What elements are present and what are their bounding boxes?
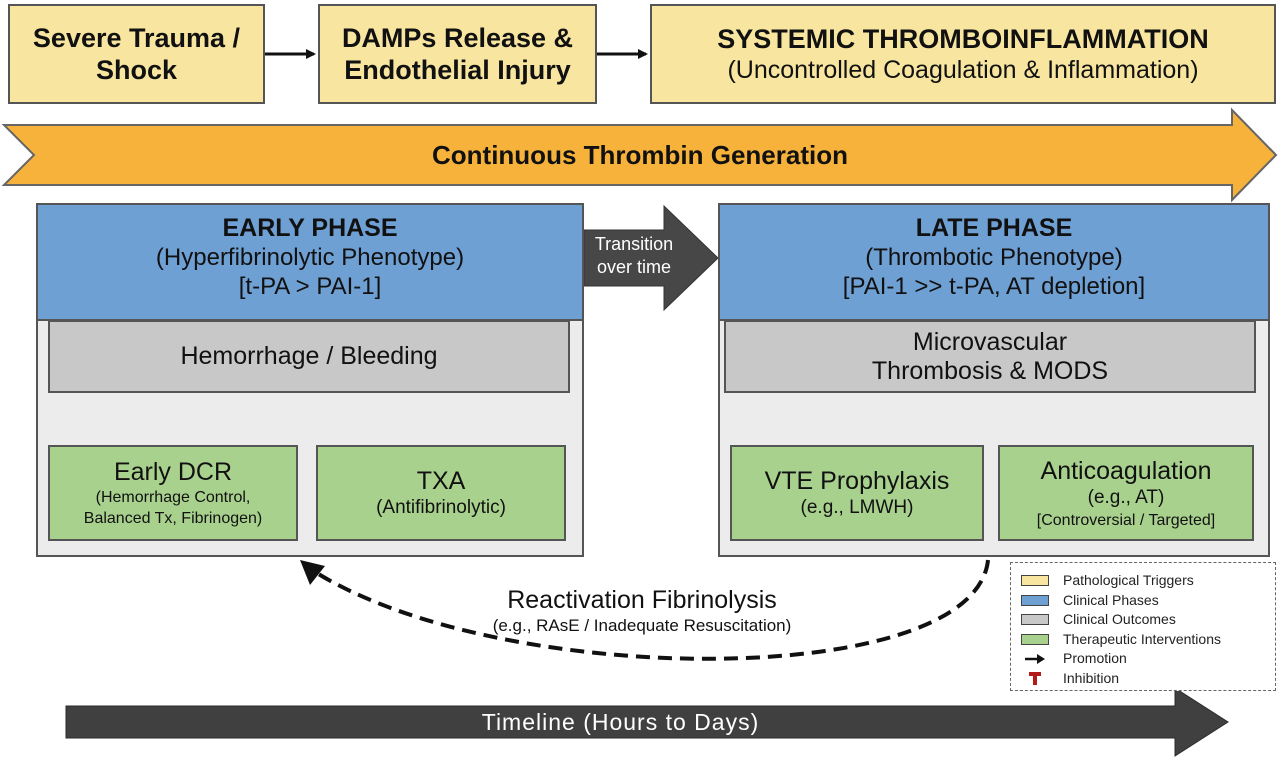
intervention-name: Early DCR — [113, 458, 233, 486]
trigger-line1: Severe Trauma / — [32, 23, 241, 53]
legend-label: Pathological Triggers — [1063, 572, 1194, 588]
timeline-arrow-shape — [65, 687, 1229, 757]
reactivation-arrowhead — [300, 560, 325, 585]
intervention-name: TXA — [416, 467, 466, 495]
inhibition-t-icon — [1021, 669, 1049, 687]
thrombin-arrow-label: Continuous Thrombin Generation — [432, 140, 848, 170]
timeline-label: Timeline (Hours to Days) — [481, 709, 760, 735]
trigger-damps-release: DAMPs Release & Endothelial Injury — [318, 4, 597, 104]
legend-item: Promotion — [1021, 649, 1265, 669]
legend-label: Promotion — [1063, 650, 1127, 666]
transition-arrow-shape — [583, 204, 719, 312]
late-phase-header: LATE PHASE (Thrombotic Phenotype) [PAI-1… — [720, 205, 1268, 321]
legend-item: Clinical Outcomes — [1021, 610, 1265, 630]
transition-line2: over time — [596, 257, 672, 277]
outcome-line2: Thrombosis & MODS — [871, 356, 1109, 385]
early-phase-title: EARLY PHASE — [222, 214, 398, 242]
late-phase-title: LATE PHASE — [915, 214, 1073, 242]
outcome-label: Hemorrhage / Bleeding — [180, 342, 438, 370]
trigger-systemic-thromboinflammation: SYSTEMIC THROMBOINFLAMMATION (Uncontroll… — [650, 4, 1276, 104]
legend-label: Clinical Phases — [1063, 591, 1159, 608]
intervention-detail: Balanced Tx, Fibrinogen) — [83, 510, 263, 527]
intervention-anticoagulation: Anticoagulation (e.g., AT) [Controversia… — [998, 445, 1254, 541]
legend-label: Therapeutic Interventions — [1063, 630, 1221, 647]
early-phase-subtitle: (Hyperfibrinolytic Phenotype) — [155, 244, 465, 271]
intervention-name: Anticoagulation — [1040, 456, 1212, 485]
reactivation-title: Reactivation Fibrinolysis — [507, 586, 777, 614]
transition-line1: Transition — [594, 234, 674, 254]
intervention-detail: (e.g., LMWH) — [800, 497, 914, 518]
outcome-line1: Microvascular — [912, 327, 1068, 356]
early-phase-header: EARLY PHASE (Hyperfibrinolytic Phenotype… — [38, 205, 582, 321]
intervention-vte-prophylaxis: VTE Prophylaxis (e.g., LMWH) — [730, 445, 984, 541]
legend: Pathological Triggers Clinical Phases Cl… — [1010, 562, 1276, 691]
arrow-icon — [1021, 650, 1049, 668]
late-phase-note: [PAI-1 >> t-PA, AT depletion] — [842, 273, 1146, 300]
legend-label: Clinical Outcomes — [1063, 611, 1176, 627]
intervention-detail: (e.g., AT) — [1087, 486, 1165, 508]
trigger-line1: SYSTEMIC THROMBOINFLAMMATION — [717, 24, 1209, 54]
legend-swatch — [1021, 575, 1049, 587]
legend-item: Therapeutic Interventions — [1021, 630, 1265, 650]
transition-label: Transition over time — [584, 233, 684, 279]
reactivation-curve — [310, 559, 990, 661]
legend-swatch — [1021, 614, 1049, 626]
trigger-line2: Shock — [95, 55, 178, 85]
reactivation-subtitle: (e.g., RAsE / Inadequate Resuscitation) — [492, 616, 792, 635]
reactivation-label: Reactivation Fibrinolysis (e.g., RAsE / … — [442, 585, 842, 637]
trigger-line2: (Uncontrolled Coagulation & Inflammation… — [727, 56, 1199, 84]
legend-item: Clinical Phases — [1021, 591, 1265, 611]
intervention-detail: (Antifibrinolytic) — [376, 497, 506, 518]
outcome-hemorrhage: Hemorrhage / Bleeding — [48, 320, 570, 393]
trigger-line2: Endothelial Injury — [344, 55, 571, 85]
legend-swatch — [1021, 633, 1049, 645]
intervention-txa: TXA (Antifibrinolytic) — [316, 445, 566, 541]
trigger-severe-trauma: Severe Trauma / Shock — [8, 4, 265, 104]
thrombin-arrow-shape — [1, 107, 1278, 203]
intervention-detail: [Controversial / Targeted] — [1036, 511, 1216, 529]
trigger-line1: DAMPs Release & — [341, 23, 574, 53]
intervention-name: VTE Prophylaxis — [764, 467, 950, 495]
late-phase-subtitle: (Thrombotic Phenotype) — [865, 244, 1123, 271]
legend-item: Pathological Triggers — [1021, 571, 1265, 591]
legend-label: Inhibition — [1063, 669, 1120, 686]
intervention-detail: (Hemorrhage Control, — [95, 489, 251, 506]
intervention-early-dcr: Early DCR (Hemorrhage Control, Balanced … — [48, 445, 298, 541]
legend-item: Inhibition — [1021, 669, 1265, 689]
legend-swatch — [1021, 594, 1049, 606]
outcome-microvascular-thrombosis: Microvascular Thrombosis & MODS — [724, 320, 1256, 393]
early-phase-note: [t-PA > PAI-1] — [238, 273, 382, 300]
